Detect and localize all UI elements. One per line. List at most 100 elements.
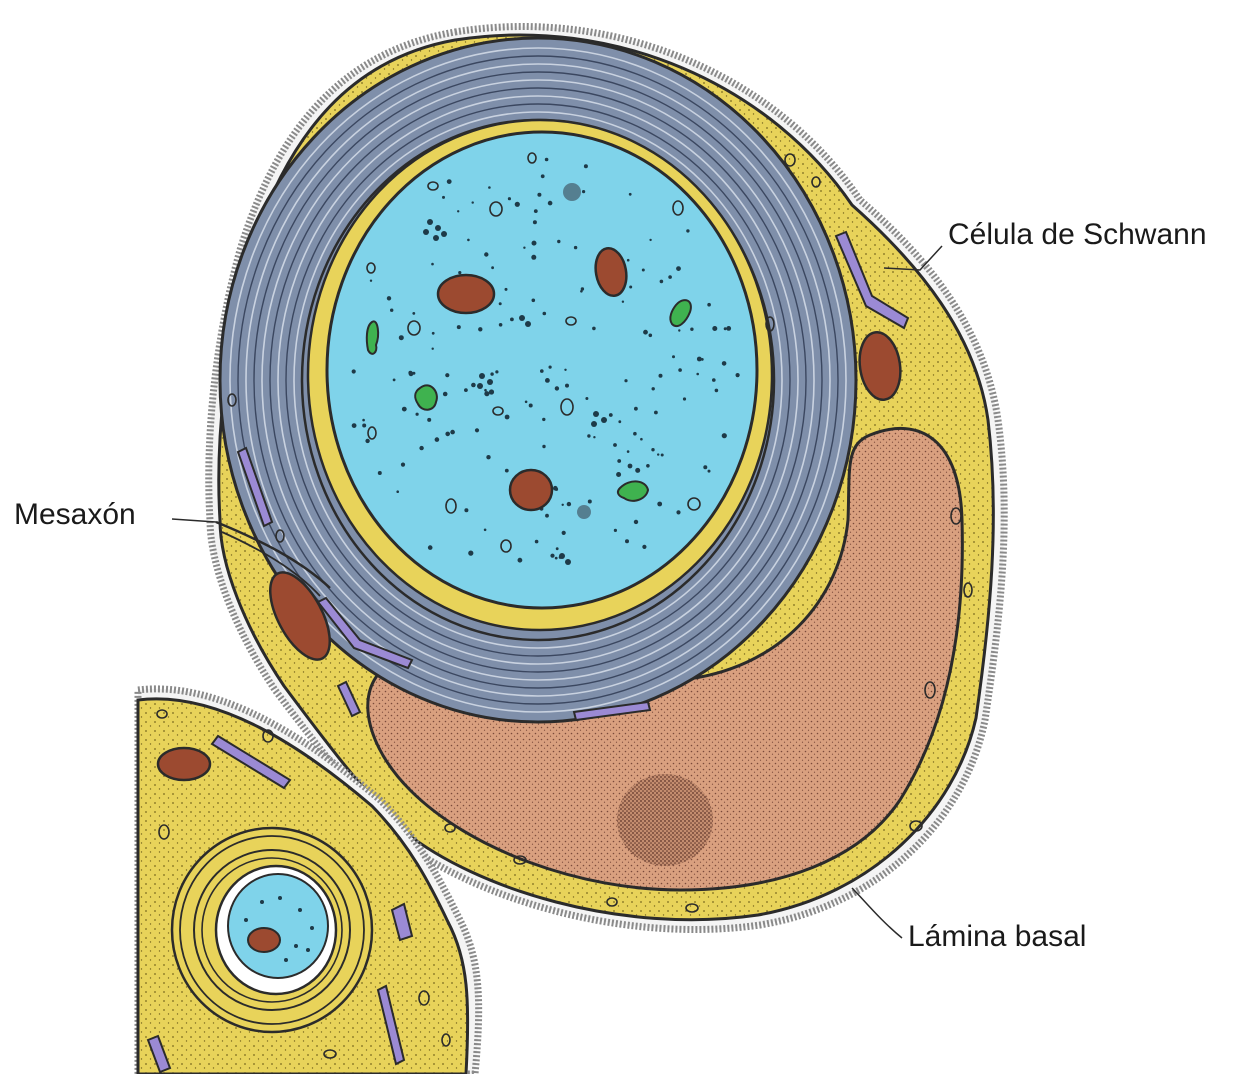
- axoplasm-granule: [457, 325, 461, 329]
- axoplasm-granule: [472, 201, 474, 203]
- axoplasm-granule: [657, 502, 662, 507]
- axoplasm-granule: [627, 450, 630, 453]
- axoplasm-granule: [362, 424, 366, 428]
- axoplasm-granule: [468, 551, 473, 556]
- leader-line-lamina: [852, 888, 902, 938]
- axoplasm-granule: [696, 373, 699, 376]
- axoplasm-granule: [678, 329, 680, 331]
- axoplasm-granule: [640, 438, 643, 441]
- axoplasm-granule: [378, 471, 382, 475]
- axoplasm-granule: [419, 446, 423, 450]
- axoplasm-granule: [616, 472, 621, 477]
- axoplasm-granule: [457, 210, 459, 212]
- axoplasm-granule: [442, 196, 445, 199]
- axoplasm-granule: [412, 312, 415, 315]
- axoplasm-granule: [489, 389, 494, 394]
- axoplasm-granule: [542, 445, 545, 448]
- axoplasm-granule: [555, 557, 558, 560]
- axoplasm-granule: [427, 418, 431, 422]
- axoplasm-granule: [585, 397, 588, 400]
- axoplasm-granule: [499, 323, 503, 327]
- axoplasm-granule: [545, 514, 549, 518]
- nucleolus: [617, 774, 713, 866]
- axoplasm-granule: [435, 437, 440, 442]
- axoplasm-granule: [624, 379, 627, 382]
- axoplasm-granule: [642, 545, 646, 549]
- neighbour-mitochondrion: [158, 748, 210, 780]
- axoplasm-granule: [588, 500, 592, 504]
- axoplasm-granule: [484, 389, 487, 392]
- axoplasm-granule: [736, 373, 740, 377]
- axoplasm-granule: [642, 269, 645, 272]
- axoplasm-granule: [634, 407, 638, 411]
- axoplasm-granule: [431, 263, 434, 266]
- axoplasm-granule: [651, 448, 654, 451]
- axoplasm-granule: [707, 303, 711, 307]
- label-basal-lamina: Lámina basal: [908, 922, 1086, 952]
- axoplasm-granule: [402, 407, 407, 412]
- axoplasm-granule: [618, 420, 621, 423]
- axoplasm-granule: [447, 179, 452, 184]
- axoplasm-granule: [478, 327, 482, 331]
- axoplasm-granule: [625, 539, 629, 543]
- axoplasm-granule: [635, 468, 640, 473]
- axoplasm-granule: [649, 239, 651, 241]
- axoplasm-granule: [593, 436, 595, 438]
- axoplasm-granule: [445, 373, 449, 377]
- axoplasm-granule: [450, 430, 455, 435]
- axoplasm-granule: [654, 411, 658, 415]
- axoplasm-granule: [628, 464, 633, 469]
- axoplasm-granule: [362, 419, 365, 422]
- axoplasm-granule: [505, 288, 508, 291]
- axoplasm-granule: [678, 368, 682, 372]
- axoplasm-granule: [649, 334, 653, 338]
- axoplasm-granule: [556, 547, 559, 550]
- axoplasm-granule: [545, 378, 550, 383]
- axoplasm-granule: [659, 374, 663, 378]
- axoplasm-granule: [617, 459, 621, 463]
- axoplasm-granule: [562, 531, 566, 535]
- axoplasm-granule: [534, 209, 538, 213]
- axoplasm-granule: [510, 318, 514, 322]
- axoplasm-granule: [545, 158, 549, 162]
- axoplasm-granule: [550, 554, 554, 558]
- axoplasm-granule: [540, 369, 544, 373]
- axoplasm-granule: [549, 366, 552, 369]
- axoplasm-granule: [701, 358, 704, 361]
- axoplasm-granule: [525, 401, 528, 404]
- axoplasm-granule: [464, 508, 468, 512]
- axoplasm-granule: [614, 529, 617, 532]
- axoplasm-granule: [657, 453, 659, 455]
- axoplasm-granule: [676, 266, 681, 271]
- axoplasm-granule: [661, 454, 664, 457]
- axoplasm-granule: [715, 389, 719, 393]
- axoplasm-granule: [564, 369, 566, 371]
- axoplasm-granule: [676, 510, 680, 514]
- axoplasm-granule: [412, 372, 415, 375]
- axoplasm-granule: [475, 428, 479, 432]
- axoplasm-granule: [535, 540, 539, 544]
- axoplasm-granule: [518, 558, 523, 563]
- axoplasm-granule: [555, 386, 559, 390]
- axoplasm-granule: [505, 415, 510, 420]
- axoplasm-granule: [491, 266, 494, 269]
- axoplasm-granule: [672, 355, 675, 358]
- axoplasm-granule: [401, 463, 405, 467]
- axoplasm-granule: [464, 388, 468, 392]
- axoplasm-granule: [445, 432, 450, 437]
- axoplasm-granule: [529, 404, 533, 408]
- axoplasm-granule: [584, 164, 588, 168]
- axoplasm-granule: [708, 470, 711, 473]
- axoplasm-granule: [467, 239, 470, 242]
- axoplasm-granule: [484, 391, 489, 396]
- axoplasm-granule: [490, 372, 493, 375]
- label-mesaxon: Mesaxón: [14, 500, 136, 530]
- leader-line-mesaxon: [172, 519, 216, 522]
- axoplasm-granule: [432, 348, 434, 350]
- axoplasm-granule: [634, 520, 638, 524]
- axoplasm-granule: [488, 186, 491, 189]
- axoplasm-granule: [565, 384, 569, 388]
- axoplasm-granule: [557, 240, 560, 243]
